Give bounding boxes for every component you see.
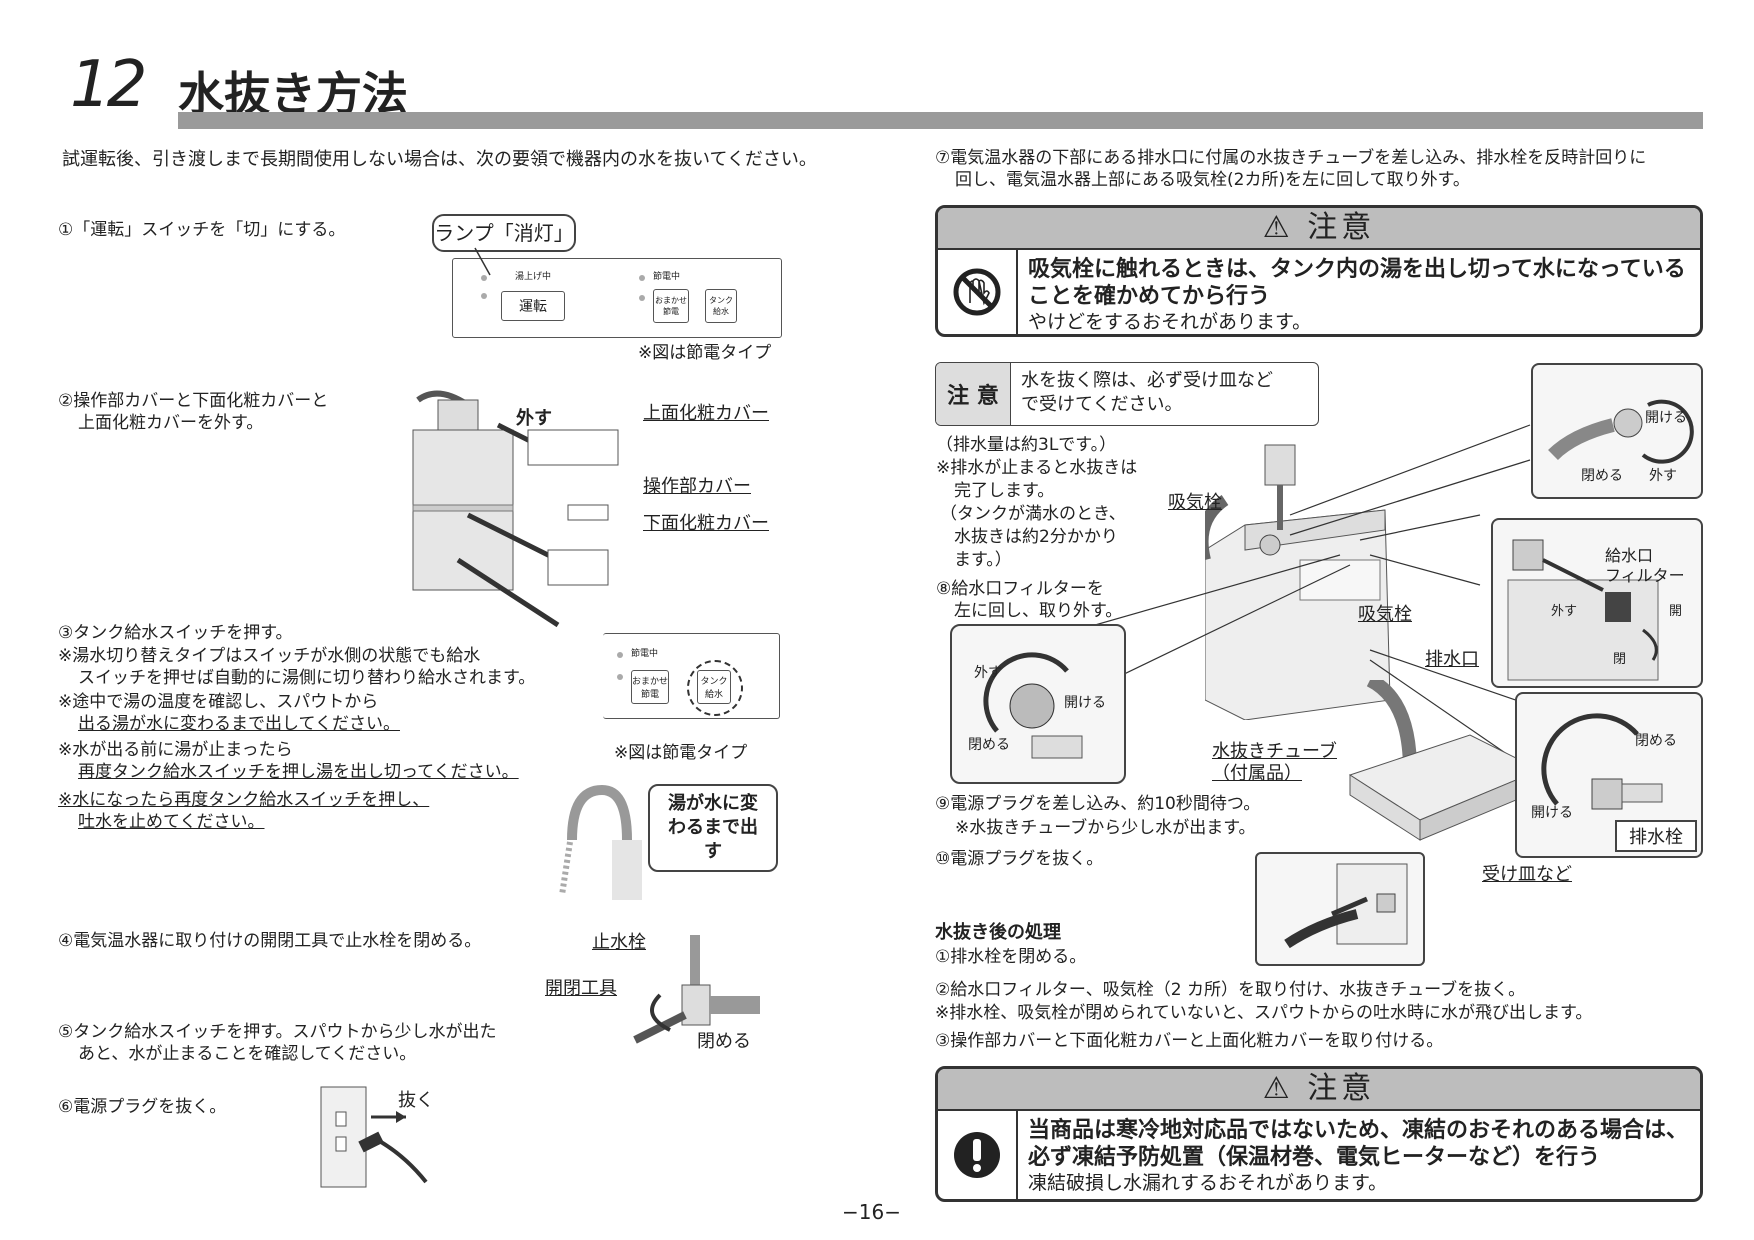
lamp-indicator <box>481 293 487 299</box>
step3-note1: ※湯水切り替えタイプはスイッチが水側の状態でも給水 スイッチを押せば自動的に湯側… <box>58 646 536 688</box>
label-save: 節電中 <box>631 649 659 659</box>
omakase-button[interactable]: おまかせ節電 <box>653 289 689 323</box>
label-save: 節電中 <box>653 272 681 282</box>
after-step3: ③操作部カバーと下面化粧カバーと上面化粧カバーを取り付ける。 <box>935 1031 1444 1051</box>
valve-detail-icon <box>1548 399 1694 464</box>
label-tool: 開閉工具 <box>545 978 617 999</box>
section-number: 12 <box>70 48 147 122</box>
lamp-indicator <box>639 295 645 301</box>
spout-callout: 湯が水に変わるまで出す <box>648 784 778 872</box>
warning-triangle-icon: ⚠ <box>1262 210 1294 245</box>
step6-text: ⑥電源プラグを抜く。 <box>58 1097 227 1117</box>
callout-arrow <box>474 247 491 276</box>
exclamation-icon <box>938 1111 1018 1199</box>
detail-drain-valve: 閉める 開ける 排水栓 <box>1515 692 1703 858</box>
detail-plug-in <box>1255 852 1425 966</box>
step8-text: ⑧給水口フィルターを 左に回し、取り外す。 <box>936 579 1123 621</box>
step4-text: ④電気温水器に取り付けの開閉工具で止水栓を閉める。 <box>58 931 482 951</box>
label-tube: 水抜きチューブ （付属品） <box>1212 741 1337 784</box>
label-hot: 湯上げ中 <box>515 272 552 282</box>
caution-box-2: ⚠ 注意 当商品は寒冷地対応品ではないため、凍結のおそれのある場合は、 必ず凍結… <box>935 1066 1703 1202</box>
step9-note: ※水抜きチューブから少し水が出ます。 <box>955 818 1256 838</box>
omakase-button[interactable]: おまかせ節電 <box>631 670 669 704</box>
step5-text: ⑤タンク給水スイッチを押す。スパウトから少し水が出た あと、水が止まることを確認… <box>58 1022 497 1064</box>
knob-detail-icon <box>983 652 1083 759</box>
label-tray: 受け皿など <box>1482 864 1572 885</box>
note-box: 注 意 水を抜く際は、必ず受け皿など で受けてください。 <box>935 362 1319 426</box>
drain-notes: （排水量は約3Lです。） ※排水が止まると水抜きは 完了します。 （タンクが満水… <box>936 435 1138 570</box>
stopcock-illustration <box>633 935 760 1044</box>
after-step2-note: ※排水栓、吸気栓が閉められていないと、スパウトからの吐水時に水が飛び出します。 <box>935 1003 1593 1023</box>
remove-label: 外す <box>516 408 552 429</box>
control-panel-1: 湯上げ中 運転 節電中 おまかせ節電 タンク給水 <box>452 258 782 338</box>
lamp-indicator <box>639 275 645 281</box>
label-top-cover: 上面化粧カバー <box>643 403 769 424</box>
caution-header: ⚠ 注意 <box>938 208 1700 250</box>
plug-in-icon <box>1284 863 1408 949</box>
step10-text: ⑩電源プラグを抜く。 <box>935 849 1104 869</box>
lamp-indicator <box>617 652 623 658</box>
label-close: 閉める <box>697 1031 751 1052</box>
lamp-indicator <box>481 275 487 281</box>
intro-text: 試運転後、引き渡しまで長期間使用しない場合は、次の要領で機器内の水を抜いてくださ… <box>62 149 817 170</box>
after-step2: ②給水口フィルター、吸気栓（2 カ所）を取り付け、水抜きチューブを抜く。 <box>935 980 1526 1000</box>
label-drain-port: 排水口 <box>1425 649 1479 670</box>
label-stopcock: 止水栓 <box>592 932 646 953</box>
drain-valve-tag: 排水栓 <box>1615 820 1697 852</box>
plug-illustration <box>320 1086 428 1188</box>
lamp-indicator <box>617 674 623 680</box>
note-type-1: ※図は節電タイプ <box>638 343 772 363</box>
detail-filter-knob: 外す 開ける 閉める <box>950 624 1126 784</box>
step7-text: ⑦電気温水器の下部にある排水口に付属の水抜きチューブを差し込み、排水栓を反時計回… <box>935 148 1647 190</box>
step3-note3: ※水が出る前に湯が止まったら 再度タンク給水スイッチを押し湯を出し切ってください… <box>58 740 519 782</box>
lamp-callout: ランプ「消灯」 <box>432 214 576 252</box>
label-air-valve-2: 吸気栓 <box>1358 604 1412 625</box>
title-bar <box>178 112 1703 129</box>
label-unplug: 抜く <box>398 1090 434 1111</box>
highlight-circle <box>687 660 743 716</box>
step1-text: ①「運転」スイッチを「切」にする。 <box>58 220 346 240</box>
step9-text: ⑨電源プラグを差し込み、約10秒間待つ。 <box>935 794 1261 814</box>
tank-button[interactable]: タンク給水 <box>705 289 737 323</box>
label-bottom-cover: 下面化粧カバー <box>643 513 769 534</box>
filter-detail-icon <box>1507 539 1659 681</box>
step3-text: ③タンク給水スイッチを押す。 <box>58 623 293 643</box>
cover-removal-illustration <box>412 390 619 628</box>
page-number: −16− <box>842 1200 901 1224</box>
water-heater-illustration <box>1205 444 1391 720</box>
detail-air-valve: 開ける 閉める 外す <box>1531 363 1703 499</box>
warning-triangle-icon: ⚠ <box>1262 1071 1294 1106</box>
label-panel-cover: 操作部カバー <box>643 476 751 497</box>
detail-inlet-filter: 給水口 フィルター 外す 開 閉 <box>1491 518 1703 688</box>
no-touch-icon <box>938 250 1018 334</box>
leader-lines <box>1060 424 1531 771</box>
step3-note4: ※水になったら再度タンク給水スイッチを押し、 吐水を止めてください。 <box>58 790 430 832</box>
after-title: 水抜き後の処理 <box>935 922 1061 943</box>
tank-button[interactable]: タンク給水 <box>697 670 731 704</box>
step2-text: ②操作部カバーと下面化粧カバーと 上面化粧カバーを外す。 <box>58 391 329 433</box>
note-tag: 注 意 <box>936 363 1011 425</box>
spout-illustration <box>559 784 642 900</box>
label-air-valve-1: 吸気栓 <box>1168 492 1222 513</box>
caution-box-1: ⚠ 注意 吸気栓に触れるときは、タンク内の湯を出し切って水になっている ことを確… <box>935 205 1703 337</box>
control-panel-2: 節電中 おまかせ節電 タンク給水 <box>603 633 780 719</box>
drain-valve-detail-icon <box>1541 713 1663 810</box>
step3-note2: ※途中で湯の温度を確認し、スパウトから 出る湯が水に変わるまで出してください。 <box>58 692 400 734</box>
caution-header: ⚠ 注意 <box>938 1069 1700 1111</box>
after-step1: ①排水栓を閉める。 <box>935 947 1087 967</box>
tube-and-tray <box>1348 680 1542 841</box>
note-type-2: ※図は節電タイプ <box>614 743 748 763</box>
run-button[interactable]: 運転 <box>501 291 565 321</box>
